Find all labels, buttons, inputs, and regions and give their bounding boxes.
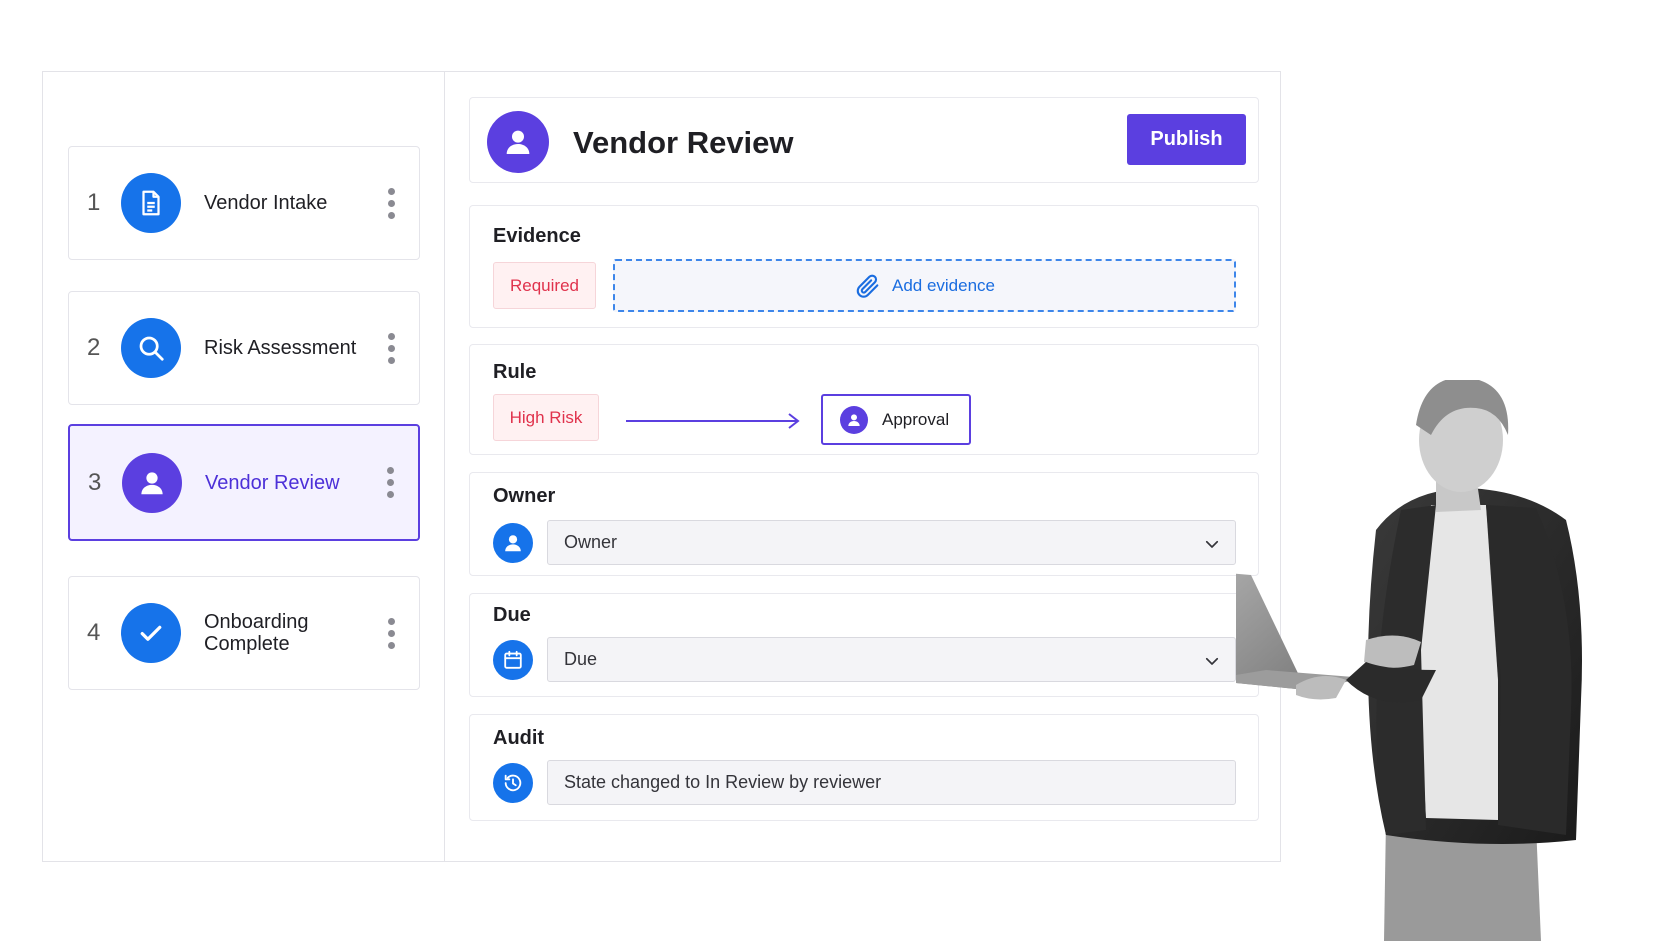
due-value: Due [564,649,598,669]
step-risk-assessment[interactable]: 2 Risk Assessment [68,291,420,405]
user-icon [840,405,868,434]
search-icon [121,318,181,378]
owner-title: Owner [493,485,556,507]
step-vendor-intake[interactable]: 1 Vendor Intake [68,146,420,260]
step-onboarding-complete[interactable]: 4 Onboarding Complete [68,576,420,690]
evidence-title: Evidence [493,225,581,247]
add-evidence-dropzone[interactable]: Add evidence [613,259,1236,312]
required-badge: Required [493,262,596,309]
publish-button[interactable]: Publish [1127,114,1246,165]
history-icon [493,763,533,803]
step-label: Vendor Review [205,471,340,494]
user-icon [487,111,549,173]
user-icon [122,452,182,513]
steps-sidebar: 1 Vendor Intake 2 Risk Assessment 3 [43,72,445,861]
add-evidence-label: Add evidence [891,275,996,295]
due-section: Due Due [469,593,1259,697]
user-icon [493,523,533,563]
paperclip-icon [856,274,879,298]
owner-select[interactable]: Owner [547,520,1236,565]
arrow-right-icon [626,413,800,429]
document-icon [121,173,181,233]
audit-text: State changed to In Review by reviewer [564,772,882,792]
evidence-section: Evidence Required Add evidence [469,205,1259,328]
step-number: 1 [87,189,101,216]
step-label: Risk Assessment [204,337,357,359]
audit-title: Audit [493,727,545,749]
rule-title: Rule [493,361,537,383]
more-options-icon[interactable] [371,617,411,649]
approval-label: Approval [882,409,950,429]
step-vendor-review[interactable]: 3 Vendor Review [68,424,420,541]
step-number: 4 [87,619,101,646]
person-with-laptop-image [1236,380,1582,941]
check-icon [121,603,181,663]
owner-value: Owner [564,532,618,552]
step-detail-panel: Vendor Review Publish Evidence Required … [445,72,1280,861]
owner-section: Owner Owner [469,472,1259,576]
step-number: 3 [88,468,102,496]
page-title: Vendor Review [573,125,794,160]
step-header: Vendor Review Publish [469,97,1259,183]
chevron-down-icon [1205,540,1219,548]
step-number: 2 [87,334,101,361]
step-label: Onboarding Complete [204,611,309,655]
more-options-icon[interactable] [370,467,410,498]
chevron-down-icon [1205,657,1219,665]
approval-action[interactable]: Approval [821,394,971,445]
audit-log-entry: State changed to In Review by reviewer [547,760,1236,805]
calendar-icon [493,640,533,680]
condition-badge: High Risk [493,394,599,441]
more-options-icon[interactable] [371,332,411,364]
due-title: Due [493,604,531,626]
step-label: Vendor Intake [204,192,328,214]
audit-section: Audit State changed to In Review by revi… [469,714,1259,821]
more-options-icon[interactable] [371,187,411,219]
rule-section: Rule High Risk Approval [469,344,1259,455]
workflow-editor: 1 Vendor Intake 2 Risk Assessment 3 [42,71,1281,862]
due-select[interactable]: Due [547,637,1236,682]
